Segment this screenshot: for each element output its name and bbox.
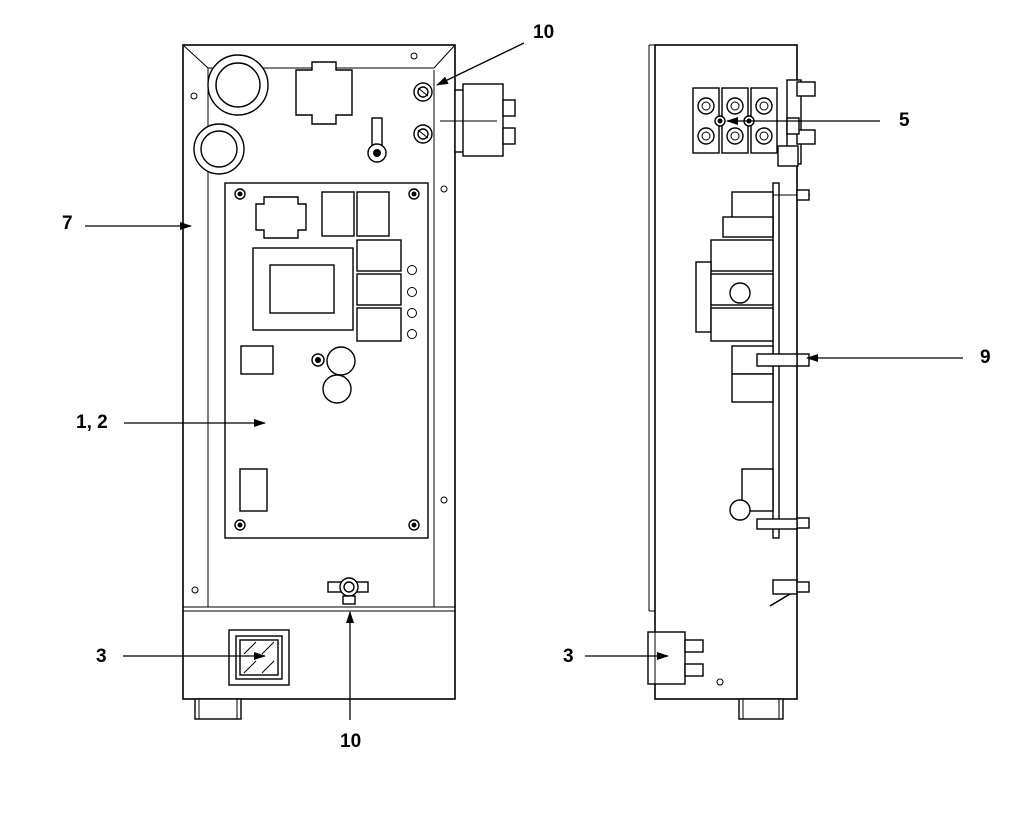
callout-bottom-front: 10 bbox=[340, 731, 361, 752]
screw-bottom bbox=[327, 577, 369, 605]
side-view bbox=[647, 44, 816, 720]
screw-mid bbox=[413, 124, 433, 144]
grommet-large bbox=[207, 54, 269, 116]
callout-switch-side: 3 bbox=[563, 646, 574, 667]
top-connector bbox=[295, 61, 353, 125]
external-plug bbox=[440, 83, 516, 157]
callout-terminal-side: 5 bbox=[899, 110, 910, 131]
front-enclosure-outline bbox=[182, 44, 456, 700]
callout-board-front: 1, 2 bbox=[76, 412, 108, 433]
front-foot bbox=[194, 698, 242, 720]
front-view bbox=[182, 44, 516, 720]
side-foot bbox=[738, 698, 784, 720]
side-board bbox=[695, 182, 810, 607]
side-plug bbox=[777, 79, 816, 167]
terminal-block bbox=[692, 87, 778, 154]
side-switch bbox=[647, 631, 704, 685]
power-switch bbox=[228, 629, 290, 686]
callout-standoff-side: 9 bbox=[980, 347, 991, 368]
grommet-small bbox=[193, 123, 245, 175]
ground-lug bbox=[367, 117, 387, 163]
circuit-board bbox=[224, 182, 429, 539]
callout-left-front: 7 bbox=[62, 213, 73, 234]
screw-top bbox=[413, 82, 433, 102]
leader-top-front bbox=[436, 42, 525, 86]
callout-top-front: 10 bbox=[533, 22, 554, 43]
callout-switch-front: 3 bbox=[96, 646, 107, 667]
